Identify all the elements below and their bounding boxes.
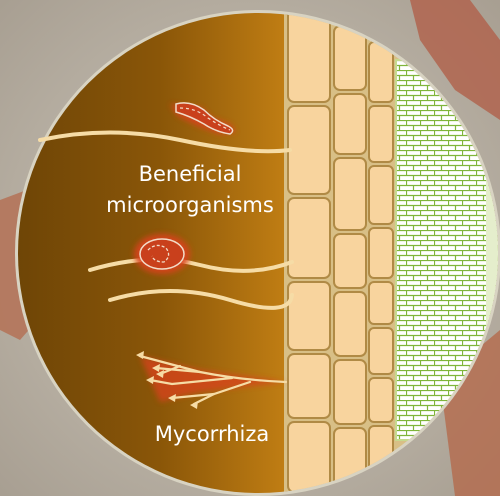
cortex-cells <box>334 26 366 488</box>
endodermis-cells <box>369 42 393 478</box>
cell <box>288 106 330 194</box>
cell <box>369 166 393 224</box>
mycorrhiza-label: Mycorrhiza <box>155 422 270 446</box>
beneficial-label-line1: Beneficial <box>139 162 242 186</box>
cell <box>334 360 366 424</box>
cell <box>288 10 330 102</box>
cell <box>288 422 330 492</box>
cell <box>369 228 393 278</box>
cell <box>334 158 366 230</box>
cell <box>369 282 393 324</box>
microbe-round <box>134 234 190 274</box>
cell <box>288 282 330 350</box>
cell <box>369 378 393 422</box>
cell <box>334 94 366 154</box>
cell <box>288 354 330 418</box>
cell <box>369 106 393 162</box>
beneficial-label-line2: microorganisms <box>106 193 274 217</box>
cell <box>334 292 366 356</box>
cell <box>334 234 366 288</box>
cell <box>369 328 393 374</box>
cell <box>288 198 330 278</box>
